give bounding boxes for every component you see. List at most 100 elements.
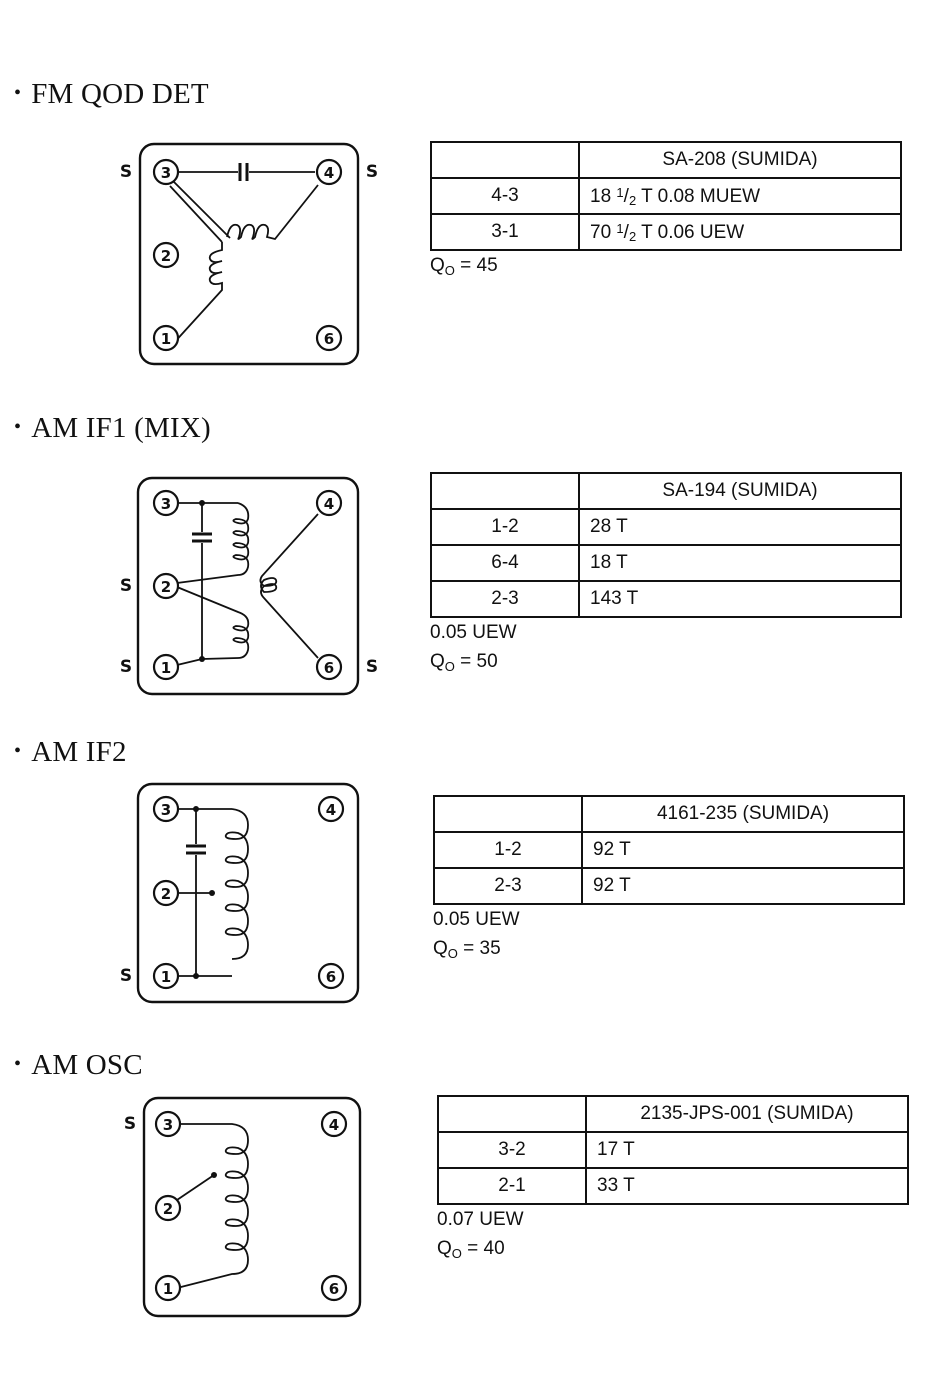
coil-can-outline <box>142 1096 362 1318</box>
section-title-text: AM IF1 (MIX) <box>31 412 211 444</box>
winding-value-cell: 28 T <box>578 508 902 546</box>
winding-value-cell: 70 1/2 T 0.06 UEW <box>578 213 902 251</box>
bullet: • <box>14 1053 22 1075</box>
bullet: • <box>14 82 22 104</box>
shield-label-pin-2: S <box>120 576 132 596</box>
am-if2-schematic: 3 4 2 1 6 S <box>120 782 360 1004</box>
winding-value-cell: 17 T <box>585 1131 909 1169</box>
svg-text:2: 2 <box>161 247 171 265</box>
table-header-row: SA-194 (SUMIDA) <box>430 472 902 510</box>
table-header-row: 2135-JPS-001 (SUMIDA) <box>437 1095 909 1133</box>
part-number-header: SA-208 (SUMIDA) <box>578 141 902 179</box>
junction-dot <box>211 1172 217 1178</box>
coil-6-4 <box>259 513 319 659</box>
svg-text:1: 1 <box>163 1280 173 1298</box>
pin-4: 4 <box>315 489 343 517</box>
svg-text:1: 1 <box>161 659 171 677</box>
table-row: 1-2 28 T <box>430 508 902 546</box>
pin-pair-cell: 2-3 <box>430 580 580 618</box>
coil-can-outline <box>138 142 360 366</box>
winding-value-cell: 33 T <box>585 1167 909 1205</box>
q-factor: QO = 40 <box>437 1238 505 1261</box>
pin-2: 2 <box>152 879 180 907</box>
winding-value-cell: 92 T <box>581 867 905 905</box>
winding-table: SA-208 (SUMIDA) 4-3 18 1/2 T 0.08 MUEW 3… <box>430 141 902 251</box>
bullet: • <box>14 416 22 438</box>
junction-dot <box>209 890 215 896</box>
am-osc-schematic: 3 4 2 1 6 S <box>124 1096 362 1318</box>
am-if1-mix-spec: SA-194 (SUMIDA) 1-2 28 T 6-4 18 T 2-3 14… <box>430 472 902 681</box>
section-title-text: FM QOD DET <box>31 78 209 110</box>
pin-6: 6 <box>315 324 343 352</box>
pin-4: 4 <box>320 1110 348 1138</box>
wire-3-coil <box>169 185 223 243</box>
winding-table: 4161-235 (SUMIDA) 1-2 92 T 2-3 92 T <box>433 795 905 905</box>
fraction: 1/2 <box>616 220 637 244</box>
wire-spec: 0.05 UEW <box>433 909 520 930</box>
q-factor: QO = 45 <box>430 255 498 278</box>
am-osc-spec: 2135-JPS-001 (SUMIDA) 3-2 17 T 2-1 33 T … <box>437 1095 909 1268</box>
winding-value-cell: 18 1/2 T 0.08 MUEW <box>578 177 902 215</box>
svg-text:1: 1 <box>161 330 171 348</box>
coil-2-3 <box>176 502 250 584</box>
pin-1: 1 <box>152 962 180 990</box>
section-title-am-if1-mix: • AM IF1 (MIX) <box>14 412 211 445</box>
table-header-row: 4161-235 (SUMIDA) <box>433 795 905 833</box>
pin-6: 6 <box>320 1274 348 1302</box>
shield-label-pin-4: S <box>366 162 378 182</box>
coil-can-outline <box>136 782 360 1004</box>
pin-1: 1 <box>152 324 180 352</box>
shield-label-pin-1: S <box>120 966 132 986</box>
fm-qod-det-schematic: 3 4 2 1 6 S S <box>120 142 378 366</box>
svg-text:6: 6 <box>324 659 334 677</box>
pin-pair-cell: 1-2 <box>433 831 583 869</box>
svg-text:2: 2 <box>163 1200 173 1218</box>
wire-spec: 0.07 UEW <box>437 1209 524 1230</box>
table-row: 6-4 18 T <box>430 544 902 582</box>
wire-3-coil <box>173 181 231 239</box>
header-blank-cell <box>430 141 580 179</box>
svg-text:6: 6 <box>326 968 336 986</box>
fm-qod-det-spec: SA-208 (SUMIDA) 4-3 18 1/2 T 0.08 MUEW 3… <box>430 141 902 285</box>
table-header-row: SA-208 (SUMIDA) <box>430 141 902 179</box>
section-title-am-osc: •AM OSC <box>14 1049 143 1082</box>
pin-pair-cell: 6-4 <box>430 544 580 582</box>
winding-value-cell: 18 T <box>578 544 902 582</box>
pin-1: 1 <box>152 653 180 681</box>
pin-3: 3 <box>154 1110 182 1138</box>
coil-can-outline <box>136 476 360 696</box>
table-row: 4-3 18 1/2 T 0.08 MUEW <box>430 177 902 215</box>
section-title-text: AM IF2 <box>31 736 127 768</box>
pin-pair-cell: 2-3 <box>433 867 583 905</box>
coil-1-3 <box>224 808 249 960</box>
svg-text:3: 3 <box>161 801 171 819</box>
svg-text:6: 6 <box>329 1280 339 1298</box>
svg-text:4: 4 <box>329 1116 339 1134</box>
pin-6: 6 <box>317 962 345 990</box>
table-row: 3-1 70 1/2 T 0.06 UEW <box>430 213 902 251</box>
pin-3: 3 <box>152 158 180 186</box>
pin-4: 4 <box>317 795 345 823</box>
pin-pair-cell: 3-1 <box>430 213 580 251</box>
pin-2: 2 <box>152 572 180 600</box>
svg-text:1: 1 <box>161 968 171 986</box>
svg-text:4: 4 <box>326 801 336 819</box>
pin-6: 6 <box>315 653 343 681</box>
wire-2-tap <box>173 1174 215 1203</box>
header-blank-cell <box>430 472 580 510</box>
svg-text:3: 3 <box>161 164 171 182</box>
shield-label-pin-3: S <box>124 1114 136 1134</box>
coil-1-2 <box>176 586 250 666</box>
header-blank-cell <box>437 1095 587 1133</box>
svg-text:4: 4 <box>324 495 334 513</box>
shield-label-pin-6: S <box>366 657 378 677</box>
svg-text:3: 3 <box>163 1116 173 1134</box>
pin-pair-cell: 2-1 <box>437 1167 587 1205</box>
bullet: • <box>14 740 22 762</box>
part-number-header: SA-194 (SUMIDA) <box>578 472 902 510</box>
winding-table: SA-194 (SUMIDA) 1-2 28 T 6-4 18 T 2-3 14… <box>430 472 902 618</box>
table-row: 1-2 92 T <box>433 831 905 869</box>
shield-label-pin-1: S <box>120 657 132 677</box>
svg-text:3: 3 <box>161 495 171 513</box>
coil-4-3 <box>226 184 319 241</box>
